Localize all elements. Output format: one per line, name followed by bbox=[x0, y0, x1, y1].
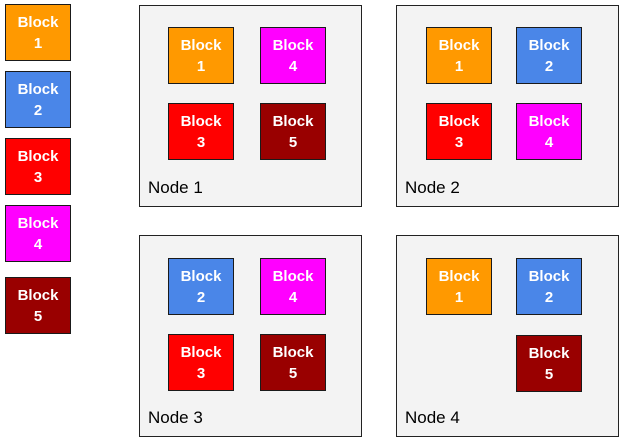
block-number: 2 bbox=[544, 57, 554, 75]
block-label: Block bbox=[272, 112, 314, 130]
node-block: Block 1 bbox=[426, 258, 492, 315]
block-number: 5 bbox=[288, 364, 298, 382]
node-block: Block 5 bbox=[516, 335, 582, 392]
block-number: 4 bbox=[288, 57, 298, 75]
block-label: Block bbox=[272, 36, 314, 54]
block-label: Block bbox=[438, 36, 480, 54]
block-number: 4 bbox=[544, 133, 554, 151]
block-number: 3 bbox=[454, 133, 464, 151]
node-title: Node 4 bbox=[405, 408, 460, 427]
node-title: Node 1 bbox=[148, 178, 203, 197]
block-number: 3 bbox=[33, 168, 43, 186]
node-block: Block 1 bbox=[168, 27, 234, 84]
block-number: 4 bbox=[33, 235, 43, 253]
node-block: Block 1 bbox=[426, 27, 492, 84]
block-number: 1 bbox=[454, 288, 464, 306]
block-label: Block bbox=[17, 147, 59, 165]
legend-block-3: Block 3 bbox=[5, 138, 71, 195]
block-label: Block bbox=[180, 112, 222, 130]
node-block: Block 4 bbox=[260, 258, 326, 315]
block-label: Block bbox=[180, 36, 222, 54]
block-number: 5 bbox=[544, 365, 554, 383]
block-number: 2 bbox=[33, 101, 43, 119]
node-block: Block 3 bbox=[168, 103, 234, 160]
block-number: 5 bbox=[288, 133, 298, 151]
node-3: Block 2 Block 4 Block 3 Block 5 Node 3 bbox=[139, 235, 362, 437]
node-block: Block 2 bbox=[168, 258, 234, 315]
block-number: 4 bbox=[288, 288, 298, 306]
node-1: Block 1 Block 4 Block 3 Block 5 Node 1 bbox=[139, 5, 362, 207]
block-number: 1 bbox=[196, 57, 206, 75]
block-label: Block bbox=[180, 267, 222, 285]
legend-block-2: Block 2 bbox=[5, 71, 71, 128]
block-label: Block bbox=[272, 343, 314, 361]
block-number: 5 bbox=[33, 307, 43, 325]
block-label: Block bbox=[17, 13, 59, 31]
node-block: Block 4 bbox=[260, 27, 326, 84]
block-label: Block bbox=[17, 80, 59, 98]
block-label: Block bbox=[17, 286, 59, 304]
legend-block-5: Block 5 bbox=[5, 277, 71, 334]
node-2: Block 1 Block 2 Block 3 Block 4 Node 2 bbox=[396, 5, 619, 207]
node-block: Block 2 bbox=[516, 27, 582, 84]
node-block: Block 5 bbox=[260, 334, 326, 391]
legend-block-1: Block 1 bbox=[5, 4, 71, 61]
block-number: 3 bbox=[196, 133, 206, 151]
block-number: 2 bbox=[196, 288, 206, 306]
block-number: 1 bbox=[33, 34, 43, 52]
block-label: Block bbox=[180, 343, 222, 361]
block-label: Block bbox=[528, 344, 570, 362]
block-label: Block bbox=[528, 267, 570, 285]
block-number: 1 bbox=[454, 57, 464, 75]
block-label: Block bbox=[528, 36, 570, 54]
node-4: Block 1 Block 2 Block 5 Node 4 bbox=[396, 235, 619, 437]
block-label: Block bbox=[17, 214, 59, 232]
node-block: Block 5 bbox=[260, 103, 326, 160]
node-block: Block 4 bbox=[516, 103, 582, 160]
block-label: Block bbox=[438, 112, 480, 130]
node-block: Block 2 bbox=[516, 258, 582, 315]
block-label: Block bbox=[272, 267, 314, 285]
block-number: 2 bbox=[544, 288, 554, 306]
legend-block-4: Block 4 bbox=[5, 205, 71, 262]
block-label: Block bbox=[528, 112, 570, 130]
node-title: Node 3 bbox=[148, 408, 203, 427]
block-label: Block bbox=[438, 267, 480, 285]
node-title: Node 2 bbox=[405, 178, 460, 197]
node-block: Block 3 bbox=[168, 334, 234, 391]
node-block: Block 3 bbox=[426, 103, 492, 160]
block-number: 3 bbox=[196, 364, 206, 382]
